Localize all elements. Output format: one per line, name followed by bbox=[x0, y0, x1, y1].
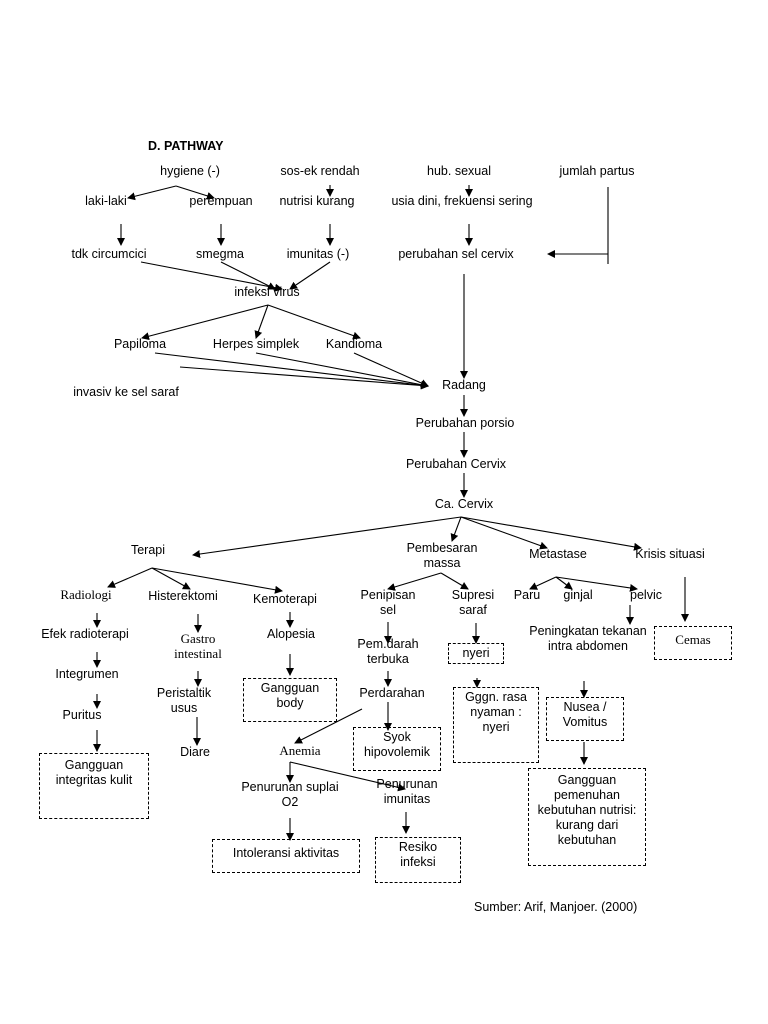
node-perempuan: perempuan bbox=[189, 194, 253, 208]
connector-31 bbox=[387, 572, 442, 591]
node-kandioma: Kandioma bbox=[325, 337, 383, 351]
node-syok: Syok hipovolemik bbox=[353, 727, 441, 771]
connector-11 bbox=[220, 261, 276, 290]
node-gangguan-body: Gangguan body bbox=[243, 678, 337, 722]
connector-27 bbox=[460, 516, 642, 551]
node-anemia: Anemia bbox=[279, 743, 321, 758]
connector-19 bbox=[179, 366, 429, 390]
node-histerektomi: Histerektomi bbox=[148, 589, 218, 603]
connector-1 bbox=[175, 185, 215, 200]
node-kemoterapi: Kemoterapi bbox=[253, 592, 317, 606]
connector-15 bbox=[267, 304, 361, 340]
node-penipisan: Penipisan sel bbox=[360, 588, 416, 617]
connector-26 bbox=[460, 516, 548, 550]
node-herpes: Herpes simplek bbox=[212, 337, 300, 351]
connector-12 bbox=[289, 261, 331, 290]
node-invasiv: invasiv ke sel saraf bbox=[73, 385, 179, 399]
node-hubsex: hub. sexual bbox=[427, 164, 491, 178]
node-smegma: smegma bbox=[196, 247, 244, 261]
connector-17 bbox=[255, 352, 429, 389]
node-gangguan-pemenuhan: Gangguan pemenuhan kebutuhan nutrisi: ku… bbox=[528, 768, 646, 866]
connector-24 bbox=[192, 516, 462, 558]
node-perubahansel: perubahan sel cervix bbox=[398, 247, 514, 261]
node-usia: usia dini, frekuensi sering bbox=[391, 194, 533, 208]
node-cervix: Perubahan Cervix bbox=[405, 457, 507, 471]
node-infeksi: infeksi virus bbox=[234, 285, 300, 299]
node-ginjal: ginjal bbox=[563, 588, 593, 602]
node-tdk: tdk circumcici bbox=[71, 247, 147, 261]
node-partus: jumlah partus bbox=[559, 164, 635, 178]
connector-35 bbox=[555, 576, 638, 592]
node-penurunan-suplai: Penurunan suplai O2 bbox=[241, 780, 339, 809]
connector-52 bbox=[294, 708, 363, 744]
node-alopesia: Alopesia bbox=[267, 627, 315, 641]
node-nutrisi: nutrisi kurang bbox=[279, 194, 355, 208]
connector-33 bbox=[529, 576, 557, 590]
connector-34 bbox=[555, 576, 573, 590]
node-gggn: Gggn. rasa nyaman : nyeri bbox=[453, 687, 539, 763]
node-nusea: Nusea / Vomitus bbox=[546, 697, 624, 741]
connector-32 bbox=[440, 572, 469, 590]
connector-14 bbox=[254, 304, 269, 339]
node-penurunan-imunitas: Penurunan imunitas bbox=[376, 777, 438, 806]
node-pelvic: pelvic bbox=[630, 588, 662, 602]
node-peningkatan: Peningkatan tekanan intra abdomen bbox=[529, 624, 647, 653]
node-papiloma: Papiloma bbox=[113, 337, 167, 351]
source-citation: Sumber: Arif, Manjoer. (2000) bbox=[474, 900, 638, 914]
node-integrumen: Integrumen bbox=[55, 667, 119, 681]
node-diare: Diare bbox=[180, 745, 210, 759]
node-sosek: sos-ek rendah bbox=[280, 164, 360, 178]
node-peristaltik: Peristaltik usus bbox=[156, 686, 212, 715]
node-paru: Paru bbox=[513, 588, 541, 602]
node-ca-cervix: Ca. Cervix bbox=[434, 497, 494, 511]
node-intoleransi: Intoleransi aktivitas bbox=[212, 839, 360, 873]
node-resiko: Resiko infeksi bbox=[375, 837, 461, 883]
node-krisis: Krisis situasi bbox=[635, 547, 705, 561]
page-title: D. PATHWAY bbox=[148, 139, 224, 153]
node-nyeri: nyeri bbox=[448, 643, 504, 664]
connector-56 bbox=[289, 761, 406, 792]
node-perdarahan: Perdarahan bbox=[359, 686, 425, 700]
connector-25 bbox=[450, 516, 462, 542]
node-gangguan-integritas: Gangguan integritas kulit bbox=[39, 753, 149, 819]
node-radiologi: Radiologi bbox=[60, 587, 112, 602]
node-pembesaran: Pembesaran massa bbox=[406, 541, 478, 570]
connector-16 bbox=[154, 352, 429, 390]
node-puritus: Puritus bbox=[62, 708, 102, 722]
connector-0 bbox=[127, 185, 177, 201]
connector-28 bbox=[107, 567, 153, 588]
node-imunitas: imunitas (-) bbox=[286, 247, 350, 261]
connector-10 bbox=[140, 261, 283, 292]
connector-29 bbox=[151, 567, 191, 590]
connector-18 bbox=[353, 352, 429, 387]
node-pembuluh: Pem.darah terbuka bbox=[357, 637, 419, 666]
node-porsio: Perubahan porsio bbox=[415, 416, 515, 430]
connector-13 bbox=[141, 304, 269, 341]
node-efek: Efek radioterapi bbox=[41, 627, 129, 641]
node-gastro: Gastro intestinal bbox=[174, 631, 222, 661]
node-terapi: Terapi bbox=[130, 543, 166, 557]
node-metastase: Metastase bbox=[529, 547, 587, 561]
node-cemas: Cemas bbox=[654, 626, 732, 660]
node-laki: laki-laki bbox=[85, 194, 127, 208]
connector-30 bbox=[151, 567, 283, 594]
node-hygiene: hygiene (-) bbox=[160, 164, 220, 178]
node-radang: Radang bbox=[442, 378, 486, 392]
node-supresi: Supresi saraf bbox=[451, 588, 495, 617]
